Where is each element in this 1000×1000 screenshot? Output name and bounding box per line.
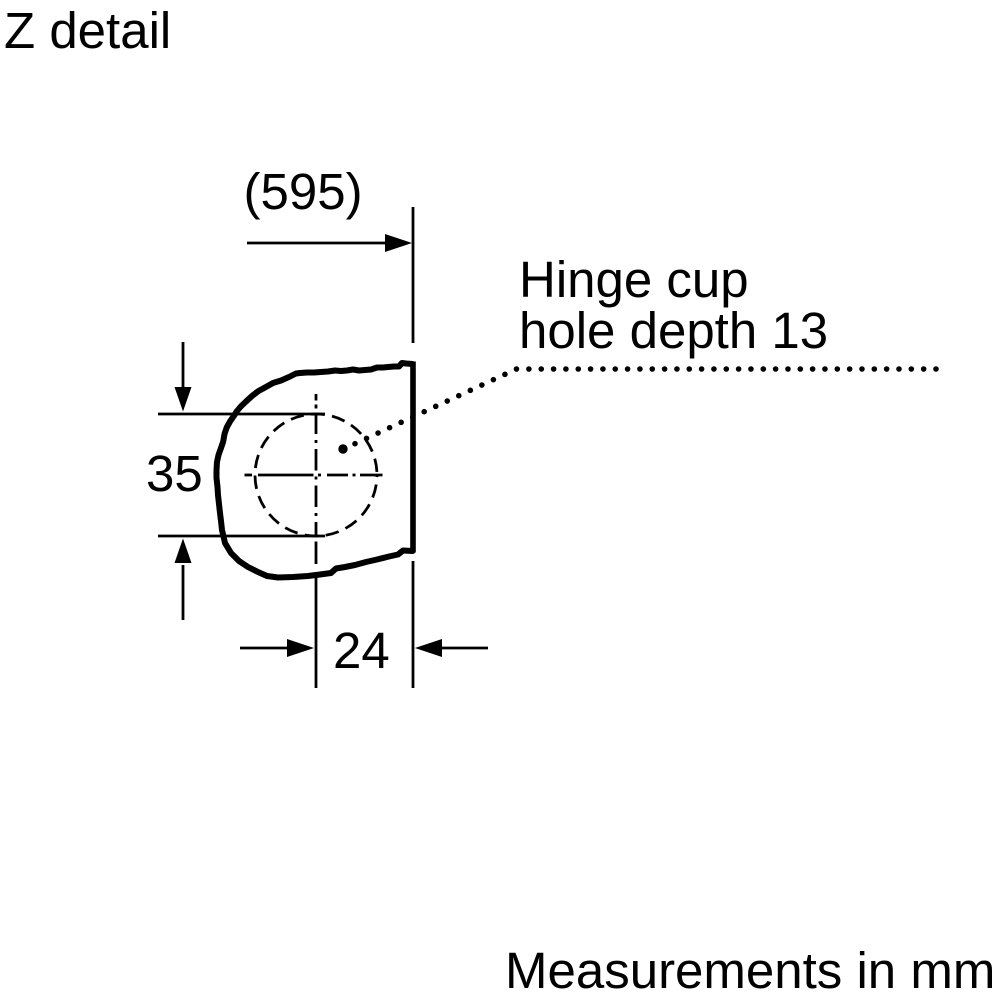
svg-text:(595): (595)	[244, 163, 363, 220]
svg-text:Hinge cup: Hinge cup	[519, 251, 749, 308]
svg-text:35: 35	[146, 445, 203, 502]
svg-text:hole depth 13: hole depth 13	[519, 302, 828, 359]
svg-text:Measurements in mm: Measurements in mm	[505, 942, 995, 999]
svg-text:Z detail: Z detail	[4, 2, 171, 59]
svg-text:24: 24	[333, 622, 390, 679]
